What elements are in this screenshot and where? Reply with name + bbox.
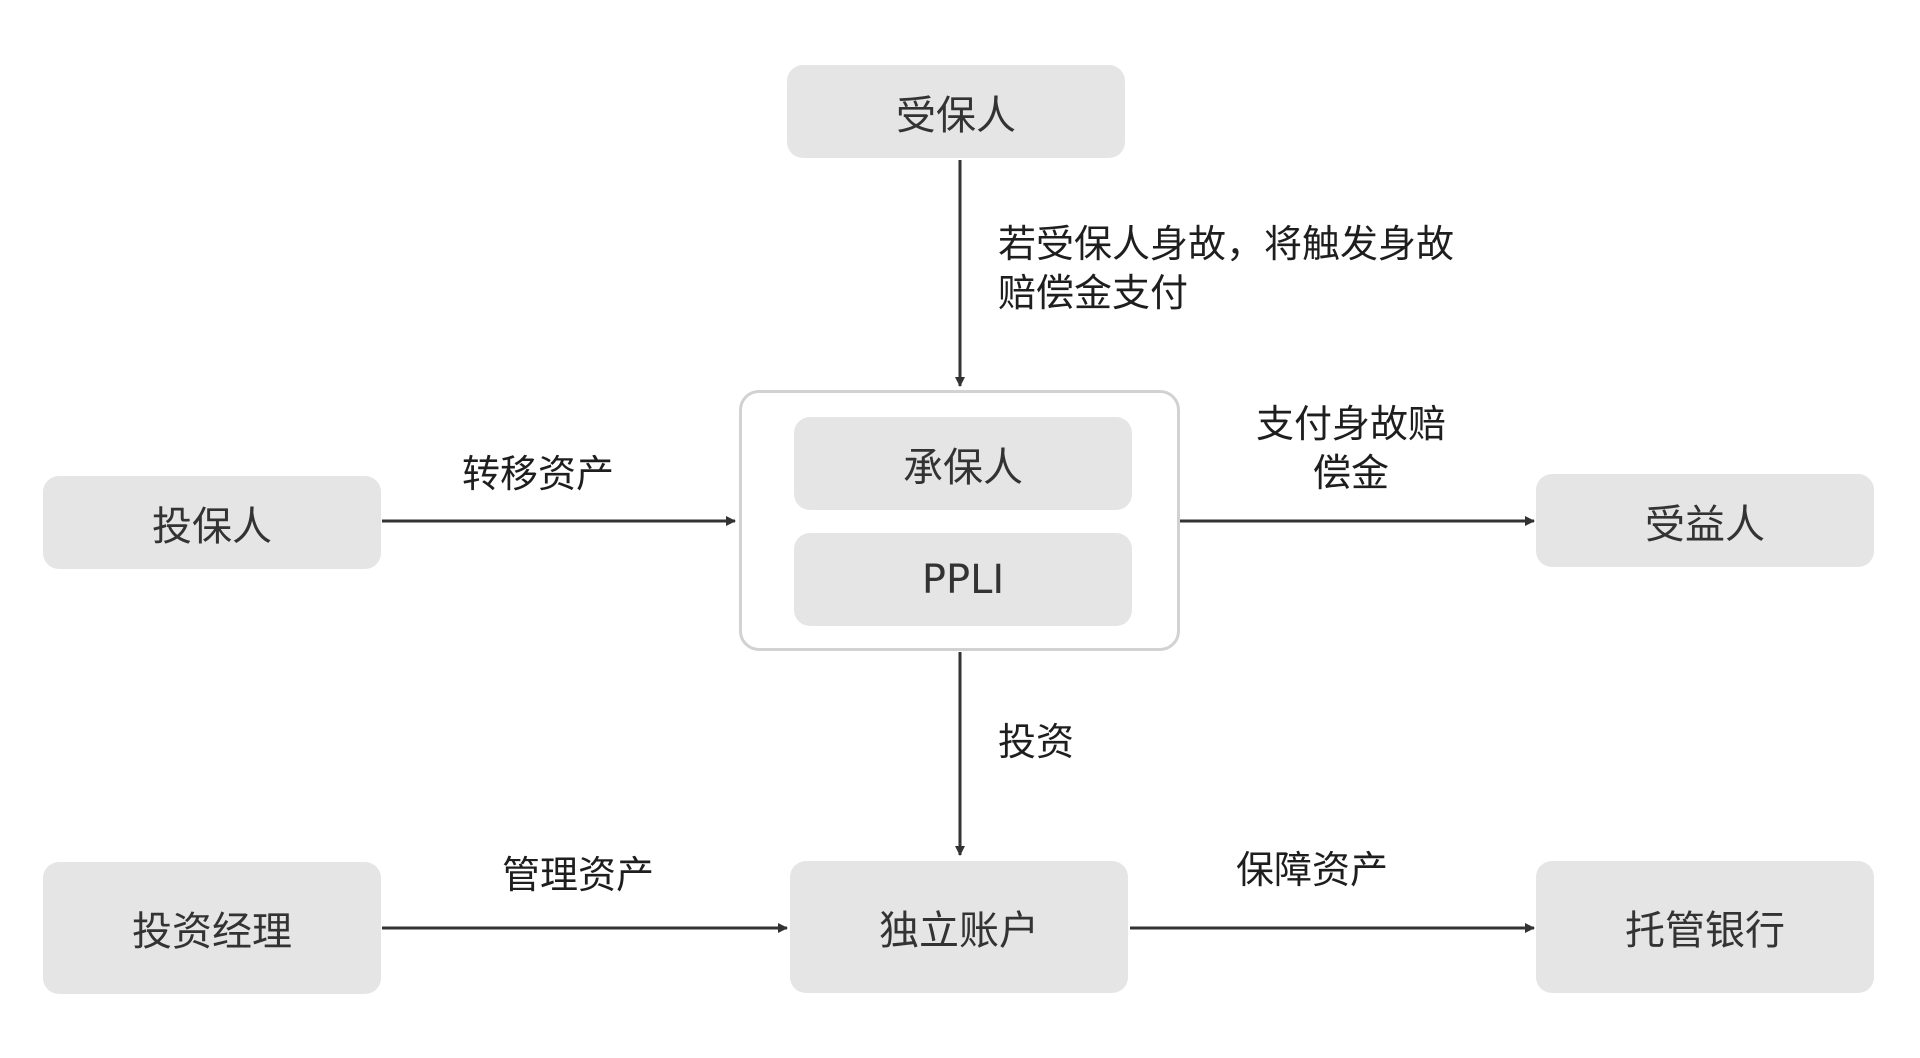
edge-label-pay-death-benefit-line1: 支付身故赔 (1255, 402, 1446, 446)
edge-label-death-trigger-line1: 若受保人身故，将触发身故 (998, 222, 1455, 266)
node-insurer: 承保人 (794, 417, 1132, 510)
node-separate-account: 独立账户 (790, 861, 1128, 993)
node-insured: 受保人 (787, 65, 1125, 158)
edge-label-pay-death-benefit-line2: 偿金 (1312, 450, 1389, 495)
edge-label-safeguard-assets: 保障资产 (1236, 848, 1389, 892)
node-beneficiary: 受益人 (1536, 474, 1874, 567)
edge-label-death-trigger-line2: 赔偿金支付 (998, 270, 1189, 315)
node-ppli: PPLI (794, 533, 1132, 626)
edge-label-manage-assets: 管理资产 (502, 853, 655, 897)
node-investment-manager: 投资经理 (43, 862, 381, 994)
edge-label-pay-death-benefit: 支付身故赔 偿金 (1251, 400, 1451, 497)
edge-label-invest: 投资 (998, 720, 1075, 764)
node-policyholder: 投保人 (43, 476, 381, 569)
edge-label-transfer-assets: 转移资产 (462, 452, 615, 496)
edge-label-death-trigger: 若受保人身故，将触发身故 赔偿金支付 (998, 220, 1454, 317)
node-custodian-bank: 托管银行 (1536, 861, 1874, 993)
